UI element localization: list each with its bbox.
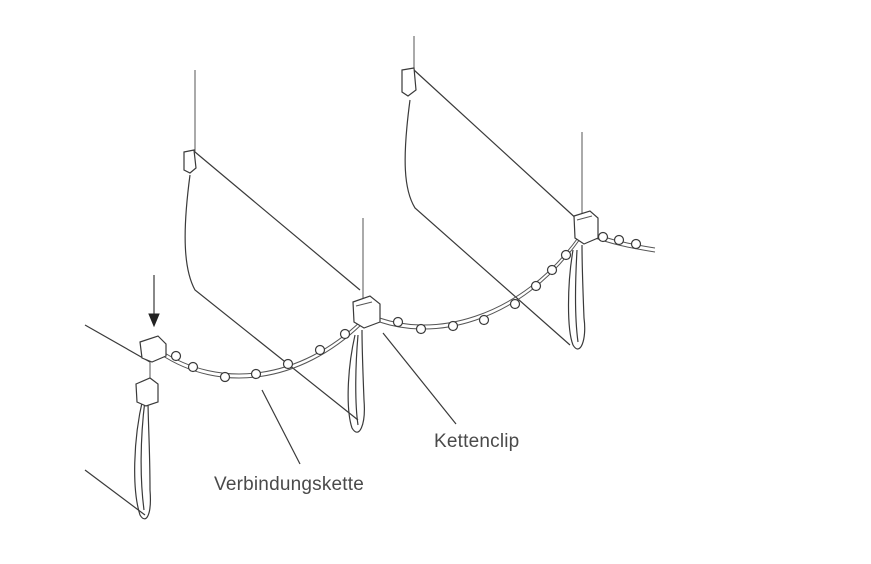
middle-chain-clip xyxy=(352,295,381,329)
chain-bead xyxy=(478,314,490,326)
connecting-chain xyxy=(159,231,656,379)
chain-bead xyxy=(392,316,404,328)
chain-bead xyxy=(250,368,262,380)
chain-bead xyxy=(339,328,351,340)
right-blind-panel xyxy=(401,36,581,346)
verbindungskette-label: Verbindungskette xyxy=(214,474,365,495)
chain-bead xyxy=(282,358,294,370)
chain-bead xyxy=(546,264,558,276)
middle-blind-panel xyxy=(183,70,361,421)
chain-bead xyxy=(314,344,326,356)
right-blind-top-hook xyxy=(401,67,417,97)
chain-bead xyxy=(170,350,182,362)
chain-bead xyxy=(509,298,521,310)
left-blind-panel xyxy=(84,324,151,516)
chain-bead xyxy=(415,323,427,335)
verbindungskette-leader-line xyxy=(261,389,301,465)
chain-bead xyxy=(219,371,231,383)
chain-bead xyxy=(187,361,199,373)
chain-bead xyxy=(560,249,572,261)
chain-bead xyxy=(597,231,609,243)
kettenclip-leader-line xyxy=(382,332,457,425)
chain-bead xyxy=(613,234,625,246)
right-weight-loop xyxy=(567,244,586,350)
chain-bead xyxy=(447,320,459,332)
down-arrow-icon xyxy=(148,275,160,328)
chain-beads xyxy=(170,231,642,383)
left-chain-clip xyxy=(135,335,167,407)
left-weight-loop xyxy=(134,397,151,520)
chain-bead xyxy=(630,238,642,250)
middle-weight-loop xyxy=(347,329,365,433)
kettenclip-label: Kettenclip xyxy=(434,431,520,452)
right-chain-clip xyxy=(573,210,599,245)
middle-blind-top-hook xyxy=(183,149,197,174)
chain-bead xyxy=(530,280,542,292)
